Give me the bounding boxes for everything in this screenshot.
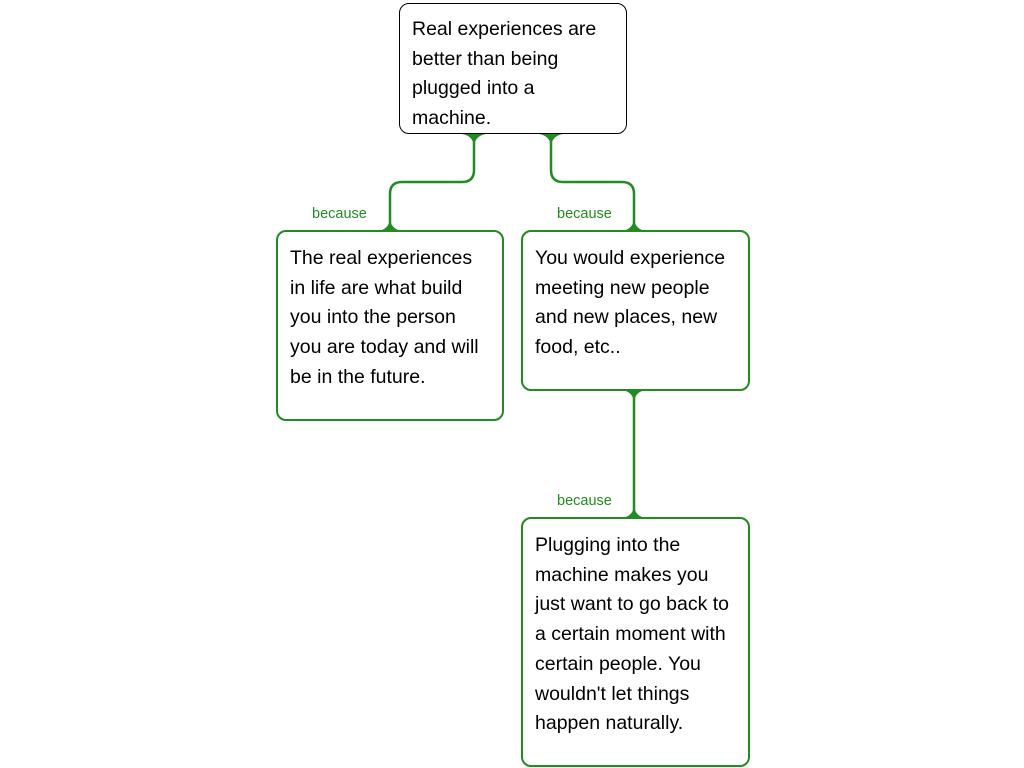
reason-text-3: Plugging into the machine makes you just… bbox=[535, 534, 730, 735]
reason-box-1[interactable]: The real experiences in life are what bu… bbox=[276, 230, 504, 421]
because-label-2: because bbox=[557, 206, 612, 222]
reason-text-2: You would experience meeting new people … bbox=[535, 247, 726, 359]
because-label-3: because bbox=[557, 493, 612, 509]
connector-root-to-reason-2 bbox=[549, 134, 636, 231]
reason-text-1: The real experiences in life are what bu… bbox=[290, 247, 479, 388]
claim-text: Real experiences are better than being p… bbox=[412, 18, 597, 130]
connector-root-to-reason-1 bbox=[388, 134, 476, 231]
reason-box-2[interactable]: You would experience meeting new people … bbox=[521, 230, 750, 391]
reason-box-3[interactable]: Plugging into the machine makes you just… bbox=[521, 517, 750, 767]
because-label-1: because bbox=[312, 206, 367, 222]
claim-box[interactable]: Real experiences are better than being p… bbox=[399, 3, 627, 134]
